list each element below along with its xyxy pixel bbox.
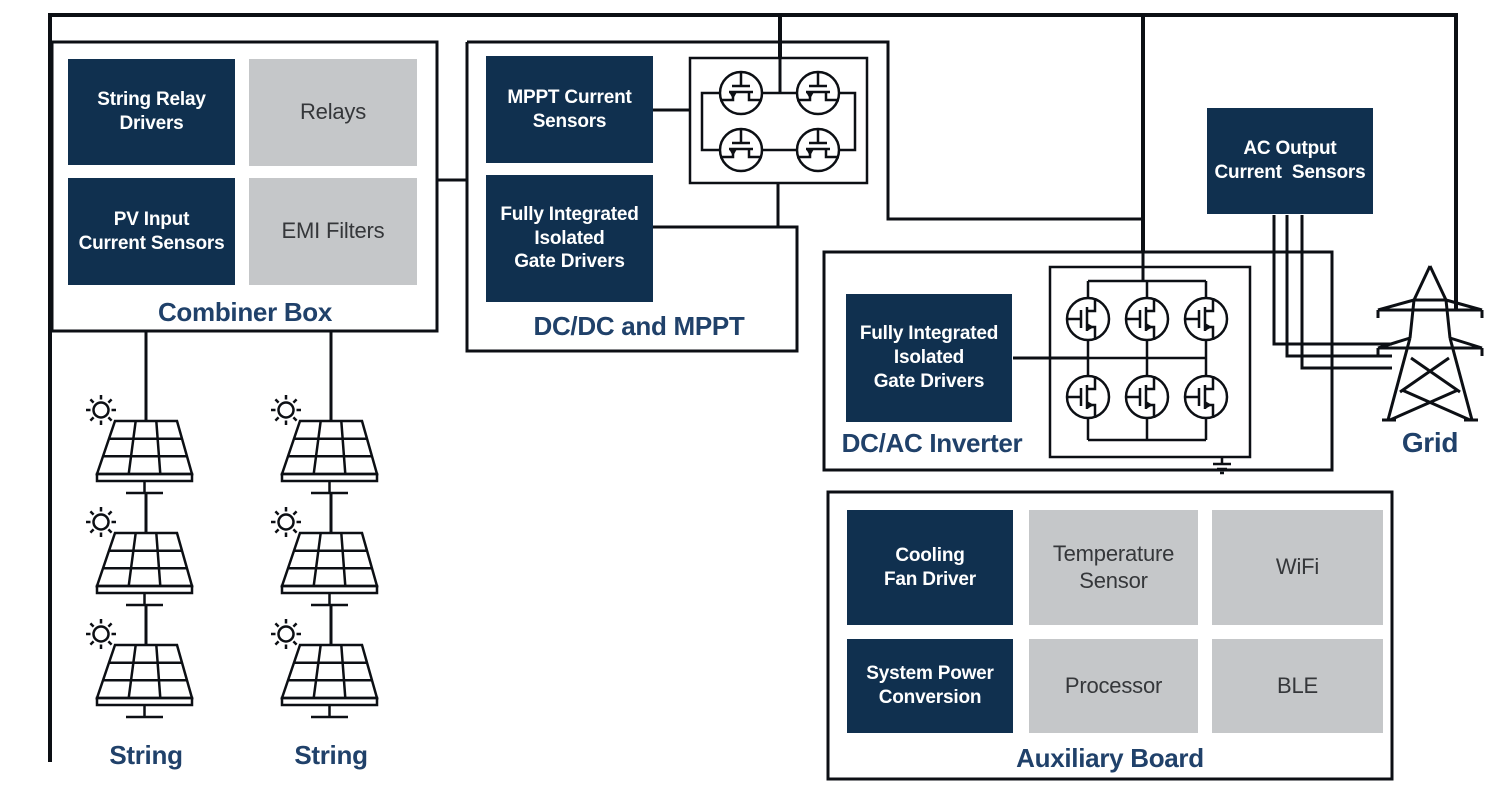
block-ble: BLE [1212,639,1383,733]
solar-panel-icon [280,419,379,495]
dcdc-outline-and-connectors [437,40,1143,353]
block-relays: Relays [249,59,417,166]
mosfet-symbol-icon [1183,374,1229,420]
mosfet-symbol-icon [795,127,841,173]
dcdc-bridge-schematic [688,56,869,185]
block-ac-output-current-sensors: AC Output Current Sensors [1207,108,1373,214]
mosfet-symbol-icon [795,70,841,116]
section-label-string-left: String [109,740,183,770]
block-mppt-current-sensors: MPPT Current Sensors [486,56,653,163]
solar-panel-icon [280,643,379,719]
mosfet-symbol-icon [1124,374,1170,420]
pv-string-wiring [144,331,333,646]
pv-string-right [269,393,379,719]
solar-panel-icon [280,531,379,607]
auxiliary-board-outline [826,490,1394,781]
ac-phase-lines [1272,215,1392,370]
block-gate-drivers-dcdc: Fully Integrated Isolated Gate Drivers [486,175,653,302]
sun-icon [84,617,118,651]
sun-icon [84,393,118,427]
combiner-box-outline [50,40,439,333]
block-cooling-fan-driver: Cooling Fan Driver [847,510,1013,625]
section-label-auxiliary-board: Auxiliary Board [1016,743,1204,773]
mosfet-symbol-icon [1065,296,1111,342]
solar-panel-icon [95,643,194,719]
transmission-tower-icon [1376,265,1484,422]
sun-icon [269,617,303,651]
block-pv-input-current-sensors: PV Input Current Sensors [68,178,235,285]
section-label-combiner-box: Combiner Box [157,297,333,327]
section-label-string-right: String [294,740,368,770]
block-wifi: WiFi [1212,510,1383,625]
section-label-grid: Grid [1401,427,1459,458]
mosfet-symbol-icon [1065,374,1111,420]
block-emi-filters: EMI Filters [249,178,417,285]
block-temperature-sensor: Temperature Sensor [1029,510,1198,625]
mosfet-symbol-icon [718,70,764,116]
solar-panel-icon [95,531,194,607]
block-string-relay-drivers: String Relay Drivers [68,59,235,165]
sun-icon [269,393,303,427]
block-gate-drivers-dcac: Fully Integrated Isolated Gate Drivers [846,294,1012,422]
mosfet-symbol-icon [1124,296,1170,342]
system-bus-lines [48,13,1458,762]
sun-icon [269,505,303,539]
section-label-dcdc-mppt: DC/DC and MPPT [533,311,745,341]
block-system-power-conversion: System Power Conversion [847,639,1013,733]
ground-symbol-icon [1213,457,1231,475]
mosfet-symbol-icon [718,127,764,173]
solar-panel-icon [95,419,194,495]
dcac-bridge-schematic [1048,265,1252,475]
sun-icon [84,505,118,539]
section-label-dcac-inverter: DC/AC Inverter [841,428,1023,458]
pv-string-left [84,393,194,719]
block-processor: Processor [1029,639,1198,733]
mosfet-symbol-icon [1183,296,1229,342]
